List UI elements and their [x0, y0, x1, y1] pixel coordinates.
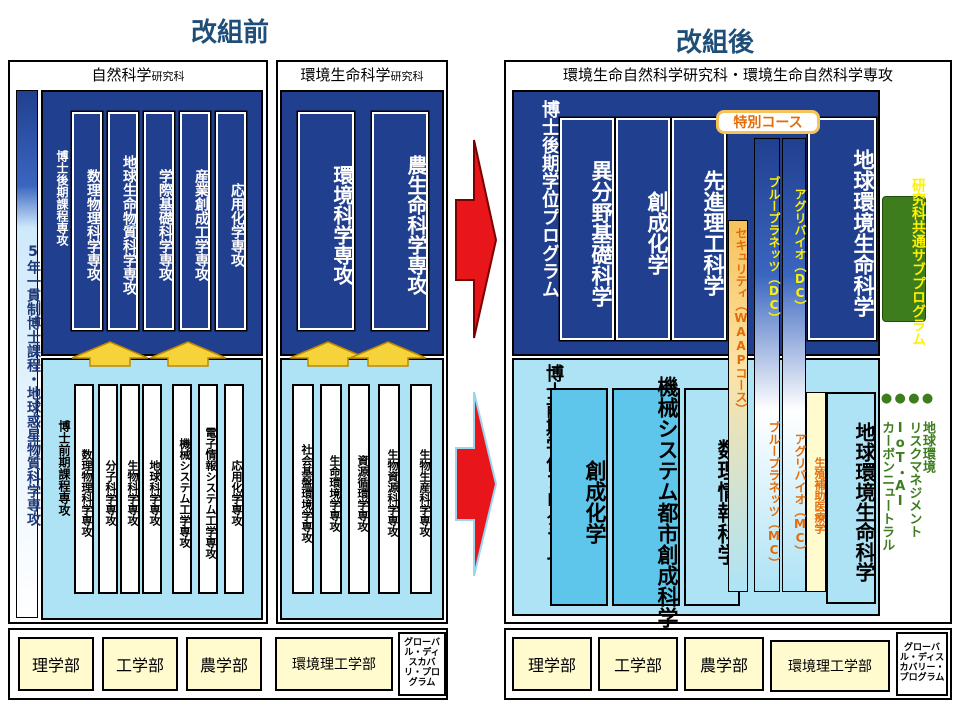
after-master-program-1: 創成化学	[550, 388, 608, 606]
env-life-header-small: 研究科	[390, 70, 424, 83]
env-life-header-main: 環境生命科学	[300, 66, 391, 84]
after-global-program: グローバル・ディスカバリー・プログラム	[896, 632, 948, 696]
env-master-major-4: 生物資源科学専攻	[378, 384, 400, 594]
natural-science-header-small: 研究科	[151, 70, 185, 83]
master-major-5: 機械システム工学専攻	[172, 384, 192, 594]
blue-planets-bar	[754, 138, 780, 592]
natural-master-label: 博士前期課程専攻	[57, 420, 71, 516]
master-major-1: 数理物理科学専攻	[74, 384, 94, 594]
doctoral-major-5: 応用化学専攻	[216, 112, 246, 330]
after-faculty-1: 理学部	[512, 637, 592, 691]
before-faculty-3: 農学部	[186, 637, 262, 691]
after-doctoral-program-3: 先進理工科学	[672, 118, 726, 340]
before-faculty-1: 理学部	[18, 637, 94, 691]
master-major-4: 地球科学専攻	[142, 384, 162, 594]
doctoral-major-2: 地球生命物質科学専攻	[108, 112, 138, 330]
after-doctoral-program-4: 地球環境生命科学	[808, 118, 876, 340]
after-header: 環境生命自然科学研究科・環境生命自然科学専攻	[562, 66, 893, 84]
before-faculty-4: 環境理工学部	[275, 637, 393, 691]
natural-science-header-main: 自然科学	[91, 66, 152, 84]
sub-program-item-1: ● 地球環境	[920, 391, 935, 473]
special-course-label: 特別コース	[716, 110, 820, 134]
doctoral-major-3: 学際基礎科学専攻	[144, 112, 174, 330]
after-master-program-4: 地球環境生命科学	[826, 392, 876, 604]
agri-bio-mc-label: アグリバイオ（MC）	[793, 433, 807, 557]
after-title: 改組後	[675, 28, 754, 58]
blue-planets-mc-label: ブループラネッツ（MC）	[767, 421, 781, 569]
env-master-major-2: 生命環境学専攻	[320, 384, 342, 594]
transition-arrow-master	[455, 391, 498, 577]
transition-arrow-doctoral	[455, 139, 498, 339]
five-year-program-bar	[16, 90, 38, 618]
after-master-program-2: 機械システム都市創成科学	[612, 376, 680, 628]
before-faculty-2: 工学部	[102, 637, 178, 691]
sub-program-item-4: ● カーボンニュートラル	[879, 391, 895, 551]
reproductive-medicine-bar: 生殖補助医療学	[806, 392, 826, 592]
env-master-major-3: 資源循環学専攻	[348, 384, 370, 594]
sub-program-items: ● 地球環境 ● リスクマネジメント ● IoT・AI ● カーボンニュートラル	[878, 330, 935, 612]
security-waap-bar: セキュリティ（WAAPコース）	[728, 220, 748, 592]
sub-program-item-2: ● リスクマネジメント	[906, 391, 922, 538]
before-global-program: グローバル・ディスカバリ・プログラム	[398, 632, 446, 696]
agri-bio-bar	[782, 138, 806, 592]
master-major-2: 分子科学専攻	[98, 384, 118, 594]
blue-planets-dc-label: ブループラネッツ（DC）	[767, 176, 781, 324]
after-doctoral-program-1: 異分野基礎科学	[560, 118, 614, 340]
natural-science-header: 自然科学研究科	[8, 64, 268, 85]
sub-program-title: 研究科共通サブプログラム	[882, 178, 926, 346]
env-master-major-1: 社会基盤環境学専攻	[292, 384, 314, 594]
five-year-program-label: 5年一貫制博士課程・地球惑星物質科学専攻	[25, 244, 41, 526]
after-faculty-4: 環境理工学部	[770, 640, 890, 692]
after-doctoral-program-2: 創成化学	[616, 118, 670, 340]
agri-bio-dc-label: アグリバイオ（DC）	[793, 188, 807, 312]
before-title: 改組前	[190, 18, 269, 48]
sub-program-item-3: ● IoT・AI	[892, 391, 908, 509]
after-doctoral-label: 博士後期学位プログラム	[539, 100, 560, 298]
env-doctoral-major-1: 環境科学専攻	[298, 112, 354, 330]
env-doctoral-major-2: 農生命科学専攻	[372, 112, 428, 330]
doctoral-major-4: 産業創成工学専攻	[180, 112, 210, 330]
after-faculty-2: 工学部	[598, 637, 678, 691]
master-major-7: 応用化学専攻	[224, 384, 244, 594]
doctoral-major-1: 数理物理科学専攻	[72, 112, 102, 330]
master-major-6: 電子情報システム工学専攻	[198, 384, 218, 594]
env-master-major-5: 生物生産科学専攻	[410, 384, 432, 594]
env-life-header: 環境生命科学研究科	[276, 64, 448, 85]
master-major-3: 生物科学専攻	[120, 384, 140, 594]
after-faculty-3: 農学部	[684, 637, 764, 691]
natural-doctoral-label: 博士後期課程専攻	[55, 150, 69, 246]
